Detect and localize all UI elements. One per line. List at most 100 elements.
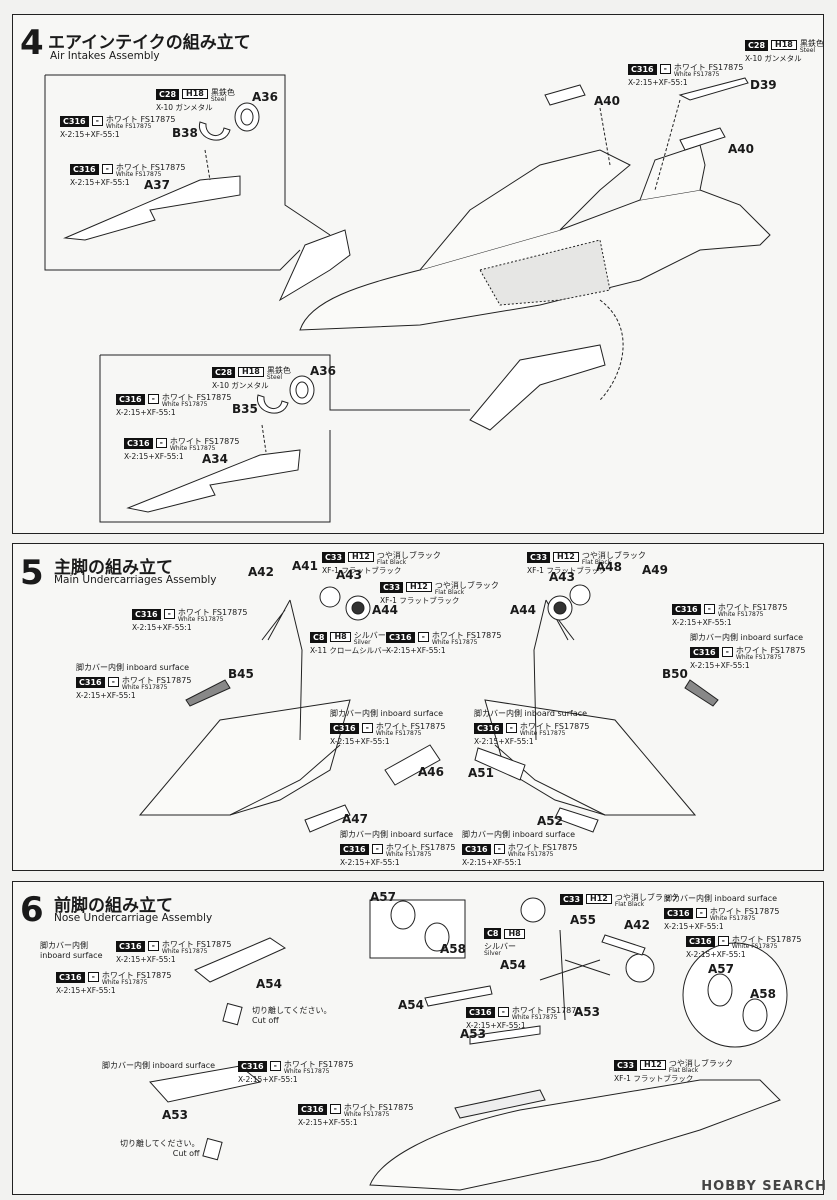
label-A53-small: A53 [574,1005,600,1019]
part-A46 [384,744,441,786]
label-A40-lower: A40 [728,142,754,156]
left-gear-strut [261,599,303,741]
part-B38-ring [199,121,231,141]
step4-title: エアインテイクの組み立て [48,33,251,53]
note-inboard-step5f: 脚カバー内側 inboard surface [462,830,576,839]
nose-gear-strut [539,929,611,1021]
label-B50: B50 [662,667,688,681]
wheel-A43-right [569,584,591,606]
label-A53-left-door: A53 [162,1108,188,1122]
detail-box-upper [45,74,331,236]
part-A53-rail [469,1025,541,1045]
label-A48: A48 [596,560,622,574]
wheel-A43-left [319,586,341,608]
step4-number: 4 [20,23,44,63]
step5-title: 主脚の組み立て [54,558,173,578]
part-A40-lower [679,127,726,151]
part-A51 [474,747,526,781]
part-B45 [185,679,231,707]
note-inboard-step5a: 脚カバー内側 inboard surface [76,663,190,672]
step5-subtitle: Main Undercarriages Assembly [54,574,217,586]
part-A54-rail [424,985,493,1007]
part-A36-disc-lower [289,375,315,405]
part-A52 [554,807,599,833]
label-A44-left: A44 [372,603,398,617]
part-D39-rod [678,77,749,101]
part-A54-door-left [194,937,287,983]
note-cutoff-step6b: 切り離してください。Cut off [120,1139,200,1158]
step6-subtitle: Nose Undercarriage Assembly [54,912,213,924]
intake-right [278,229,351,302]
note-inboard-step6c: 脚カバー内側 inboard surface [664,894,778,903]
label-D39: D39 [750,78,777,92]
label-B38: B38 [172,126,198,140]
step4-subtitle: Air Intakes Assembly [50,50,160,62]
detail-box-lower [100,354,470,411]
label-A34: A34 [202,452,228,466]
label-A55: A55 [570,913,596,927]
label-A44-right: A44 [510,603,536,617]
intake-lower [469,344,606,431]
label-A54-main: A54 [398,998,424,1012]
label-A54-small: A54 [500,958,526,972]
cutoff-marker-1 [222,1002,243,1026]
label-B45: B45 [228,667,254,681]
part-A37-intake [63,175,241,241]
hobbysearch-watermark: HOBBY SEARCH [701,1179,827,1194]
label-A57-right: A57 [708,962,734,976]
step5-number: 5 [20,553,44,593]
part-A40-upper [544,84,586,106]
part-B35-ring [257,394,289,414]
label-A43-right: A43 [549,570,575,584]
label-A43-left: A43 [336,568,362,582]
label-A53-main: A53 [460,1027,486,1041]
label-A37: A37 [144,178,170,192]
label-A36-lower: A36 [310,364,336,378]
label-A41: A41 [292,559,318,573]
label-A49: A49 [642,563,668,577]
note-inboard-step5b: 脚カバー内側 inboard surface [690,633,804,642]
note-inboard-step5e: 脚カバー内側 inboard surface [340,830,454,839]
detail-box-A57-left [369,899,466,959]
label-A51: A51 [468,766,494,780]
nose-wheel [625,953,655,983]
part-A36-disc [234,102,260,132]
step6-number: 6 [20,890,44,930]
note-cutoff-step6a: 切り離してください。Cut off [252,1006,332,1025]
left-wing-bay [138,699,351,816]
label-A46: A46 [418,765,444,779]
part-A34-intake [126,449,301,513]
note-inboard-step5d: 脚カバー内側 inboard surface [474,709,588,718]
label-A40-upper: A40 [594,94,620,108]
part-A42-door [601,934,646,956]
label-A52: A52 [537,814,563,828]
note-inboard-step5c: 脚カバー内側 inboard surface [330,709,444,718]
label-A42-left: A42 [248,565,274,579]
